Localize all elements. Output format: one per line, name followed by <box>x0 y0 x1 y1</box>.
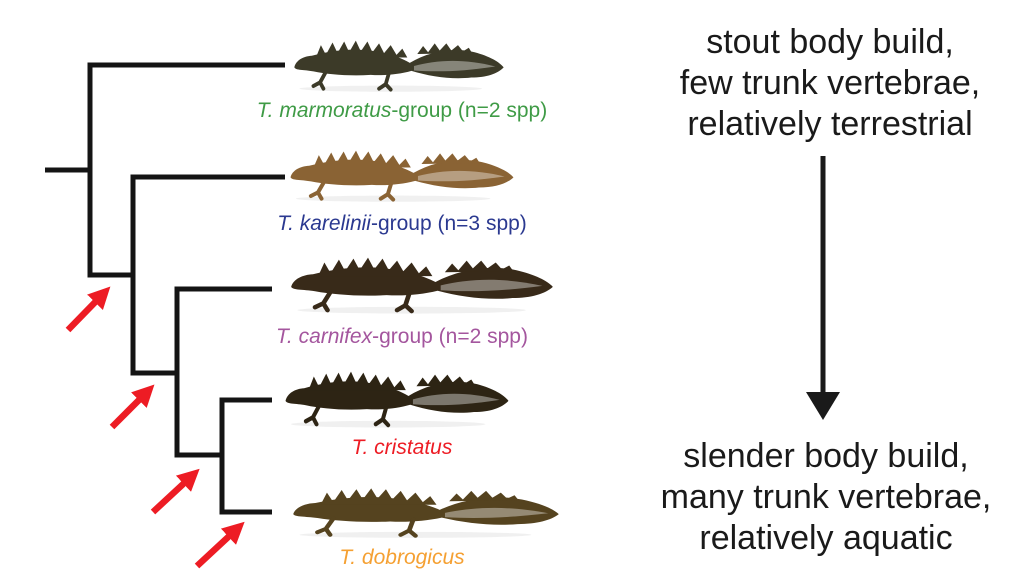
tree-branch-cristatus-dobrogicus <box>219 397 272 515</box>
node-arrows <box>65 286 245 569</box>
taxon-name: T. marmoratus <box>256 99 392 122</box>
newt-photo-karelinii <box>287 140 517 204</box>
taxon-label-dobrogicus: T. dobrogicus <box>252 546 552 570</box>
taxon-label-carnifex: T. carnifex-group (n=2 spp) <box>252 325 552 349</box>
cladogram <box>45 62 285 569</box>
newt-photo-carnifex <box>287 246 557 316</box>
taxon-label-karelinii: T. karelinii-group (n=3 spp) <box>252 212 552 236</box>
gradient-bottom-line-3: relatively aquatic <box>699 519 953 557</box>
taxon-suffix: -group (n=3 spp) <box>370 212 527 235</box>
newt-photo-dobrogicus <box>289 478 563 540</box>
gradient-bottom-text: slender body build, many trunk vertebrae… <box>624 436 1024 559</box>
taxon-label-cristatus: T. cristatus <box>252 436 552 460</box>
tree-branch-karelinii <box>130 174 285 376</box>
node-arrow-icon-1 <box>65 286 111 333</box>
taxon-name: T. cristatus <box>351 436 453 459</box>
taxon-suffix: -group (n=2 spp) <box>391 99 548 122</box>
tree-branches <box>45 62 285 515</box>
taxon-name: T. carnifex <box>276 325 373 348</box>
gradient-bottom-line-2: many trunk vertebrae, <box>660 478 992 516</box>
taxon-name: T. dobrogicus <box>339 546 465 569</box>
gradient-top-line-1: stout body build, <box>706 23 954 61</box>
taxon-suffix: -group (n=2 spp) <box>372 325 528 348</box>
newt-photo-marmoratus <box>291 30 507 94</box>
tree-branch-marmoratus <box>87 62 285 278</box>
gradient-top-text: stout body build, few trunk vertebrae, r… <box>628 22 1024 145</box>
newt-photo-cristatus <box>282 360 512 430</box>
gradient-top-line-2: few trunk vertebrae, <box>679 64 981 102</box>
gradient-down-arrow-icon <box>806 156 840 420</box>
node-arrow-icon-3 <box>150 468 200 515</box>
gradient-top-line-3: relatively terrestrial <box>687 105 973 143</box>
gradient-bottom-line-1: slender body build, <box>683 437 969 475</box>
taxon-name: T. karelinii <box>277 212 371 235</box>
taxon-label-marmoratus: T. marmoratus-group (n=2 spp) <box>252 99 552 123</box>
node-arrow-icon-4 <box>194 521 245 569</box>
tree-branch-carnifex <box>174 286 272 458</box>
node-arrow-icon-2 <box>109 384 155 430</box>
